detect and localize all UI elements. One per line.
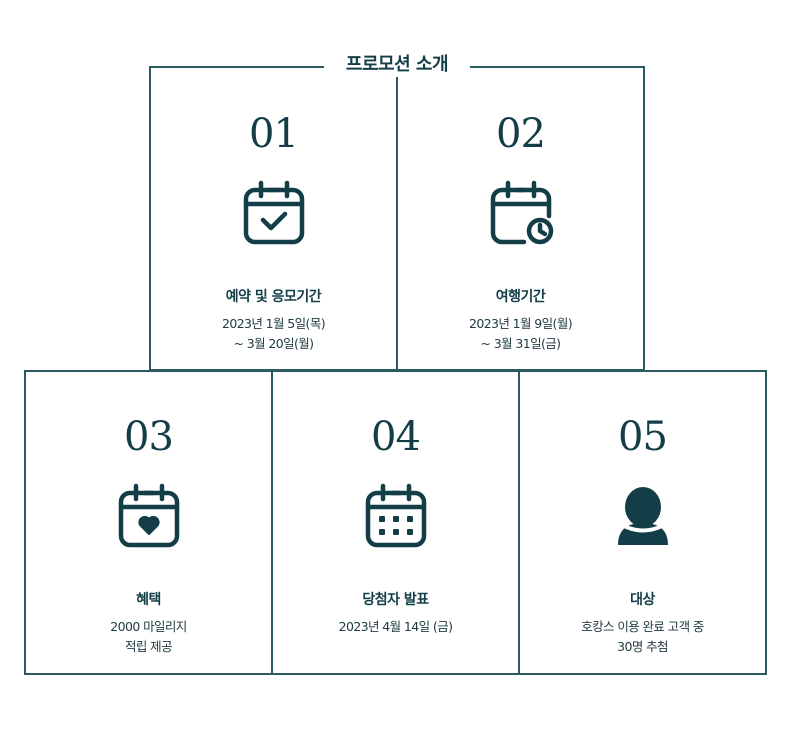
desc-line: 호캉스 이용 완료 고객 중 [581, 619, 704, 634]
card-number: 02 [496, 111, 546, 157]
card-label: 혜택 [136, 592, 161, 608]
promo-card-travel: 02 여행기간 2023년 1월 9일(월) ~ 3월 31일(금) [396, 66, 645, 371]
promo-card-announcement: 04 당첨자 발표 2023년 4월 14일 (금) [271, 370, 520, 675]
desc-line: ~ 3월 31일(금) [480, 336, 562, 351]
desc-line: 2023년 1월 9일(월) [468, 316, 573, 331]
desc-line: 30명 추첨 [617, 639, 668, 654]
promo-card-target: 05 대상 호캉스 이용 완료 고객 중 30명 추첨 [518, 370, 767, 675]
promo-card-benefit: 03 혜택 2000 마일리지 적립 제공 [24, 370, 273, 675]
desc-line: ~ 3월 20일(월) [233, 336, 315, 351]
promo-card-period: 01 예약 및 응모기간 2023년 1월 5일(목) ~ 3월 20일(월) [149, 66, 398, 371]
desc-line: 적립 제공 [125, 639, 173, 654]
card-description: 2023년 1월 5일(목) ~ 3월 20일(월) [221, 314, 326, 354]
card-description: 2023년 4월 14일 (금) [339, 617, 453, 637]
card-description: 2000 마일리지 적립 제공 [110, 617, 187, 657]
desc-line: 2023년 4월 14일 (금) [338, 619, 453, 634]
card-label: 여행기간 [495, 289, 546, 305]
card-label: 당첨자 발표 [362, 592, 429, 608]
card-number: 05 [618, 414, 668, 460]
card-label: 대상 [630, 592, 655, 608]
calendar-grid-icon [363, 483, 429, 549]
card-number: 01 [249, 111, 299, 157]
desc-line: 2000 마일리지 [110, 619, 187, 634]
calendar-clock-icon [488, 180, 554, 246]
card-description: 2023년 1월 9일(월) ~ 3월 31일(금) [468, 314, 573, 354]
card-number: 03 [124, 414, 174, 460]
section-title: 프로모션 소개 [324, 53, 470, 77]
calendar-check-icon [241, 180, 307, 246]
card-number: 04 [371, 414, 421, 460]
card-description: 호캉스 이용 완료 고객 중 30명 추첨 [581, 617, 704, 657]
desc-line: 2023년 1월 5일(목) [221, 316, 326, 331]
card-label: 예약 및 응모기간 [225, 289, 322, 305]
person-icon [610, 483, 676, 549]
calendar-heart-icon [116, 483, 182, 549]
